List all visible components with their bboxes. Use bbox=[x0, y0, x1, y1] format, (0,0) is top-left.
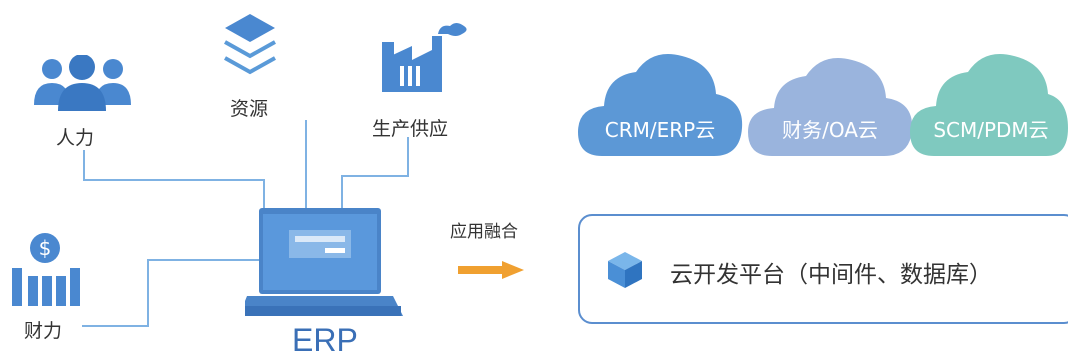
erp-label: ERP bbox=[292, 322, 358, 358]
money-bar-chart-icon: $ bbox=[8, 232, 82, 312]
finance-label: 财力 bbox=[24, 320, 63, 342]
laptop-icon bbox=[239, 206, 405, 324]
cloud-finance-oa: 财务/OA云 bbox=[748, 52, 916, 164]
cloud-finance-oa-label: 财务/OA云 bbox=[782, 118, 878, 142]
cloud-scm-pdm-label: SCM/PDM云 bbox=[933, 118, 1049, 142]
platform-box bbox=[578, 214, 1068, 324]
svg-text:$: $ bbox=[39, 236, 52, 260]
cloud-crm-erp-shape bbox=[578, 54, 743, 156]
platform-label: 云开发平台（中间件、数据库） bbox=[670, 262, 992, 288]
factory-icon bbox=[380, 20, 470, 99]
cloud-crm-erp: CRM/ERP云 bbox=[578, 48, 746, 164]
fusion-label: 应用融合 bbox=[450, 222, 518, 242]
people-group-icon bbox=[30, 54, 135, 119]
layers-icon bbox=[221, 12, 279, 84]
production-connector-line bbox=[341, 137, 409, 208]
hr-label: 人力 bbox=[56, 127, 95, 149]
finance-connector-line bbox=[82, 259, 260, 327]
arrow-right-icon bbox=[458, 261, 524, 283]
production-label: 生产供应 bbox=[372, 118, 449, 140]
cube-icon bbox=[606, 250, 644, 294]
hr-connector-line bbox=[83, 150, 265, 208]
cloud-crm-erp-label: CRM/ERP云 bbox=[604, 118, 716, 142]
cloud-scm-pdm: SCM/PDM云 bbox=[910, 48, 1068, 164]
resources-label: 资源 bbox=[230, 98, 269, 120]
